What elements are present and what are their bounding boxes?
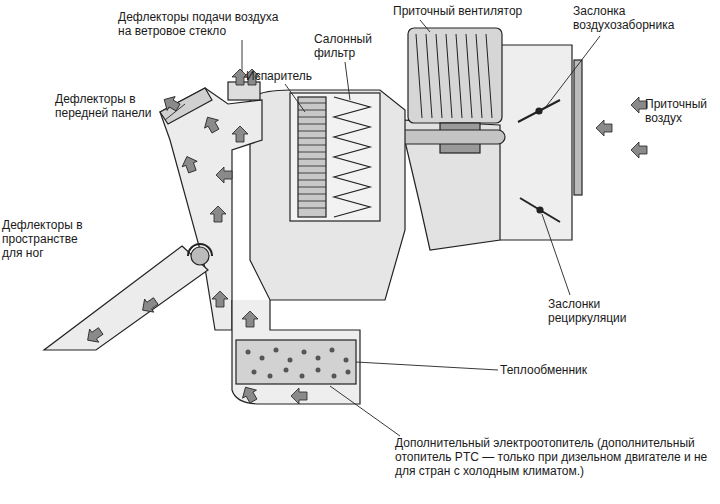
heater-dots [246,348,351,379]
evaporator [298,97,326,217]
main-housing [250,90,405,300]
part-label: Дефлекторы подачи воздуха на ветровое ст… [118,10,288,38]
panel-outlet [160,88,212,124]
airflow-arrow [631,142,647,158]
airflow-arrow [232,126,248,142]
intake-flap [518,100,560,122]
heat-exchanger [236,340,356,384]
airflow-arrow [631,97,647,113]
airflow-arrow [239,383,261,405]
part-label: Приточный вентилятор [393,4,533,18]
evaporator-fins [298,103,326,208]
part-label: Теплообменник [500,363,610,377]
airflow-arrow [596,120,612,136]
airflow-arrow [212,291,228,307]
airflow-arrow [291,388,307,404]
intake-housing [500,45,572,240]
airflow-arrow [138,294,160,316]
airflow-arrow [201,113,223,135]
intake-plate [574,60,582,195]
airflow-arrow [160,93,182,115]
airflow-arrow [83,324,105,346]
airflow-arrow [242,311,258,327]
recirculation-flap [520,198,560,222]
flap-pivot [537,207,543,213]
part-label: Испаритель [246,69,326,83]
part-label: Приточный воздух [645,97,717,125]
part-label: Дефлекторы в передней панели [55,92,170,120]
blower-fan [408,28,502,123]
part-label: Заслонки рециркуляции [548,297,648,325]
airflow-arrow [210,206,226,222]
fan-blades [416,34,492,118]
footwell-duct [44,246,208,350]
airflow-arrows [83,69,647,405]
part-label: Дефлекторы в пространстве для ног [2,218,87,260]
flap-pivot [536,108,542,114]
mix-flap [191,247,209,265]
mix-flap-blade [188,244,212,256]
filter-frame [290,93,380,221]
part-label: Дополнительный электроотопитель (дополни… [395,436,710,478]
part-label: Заслонка воздухозаборника [573,4,693,32]
airflow-arrow [216,167,232,183]
airflow-arrow [179,154,200,175]
part-label: Салонный фильтр [314,32,384,60]
cabin-filter [334,97,370,217]
